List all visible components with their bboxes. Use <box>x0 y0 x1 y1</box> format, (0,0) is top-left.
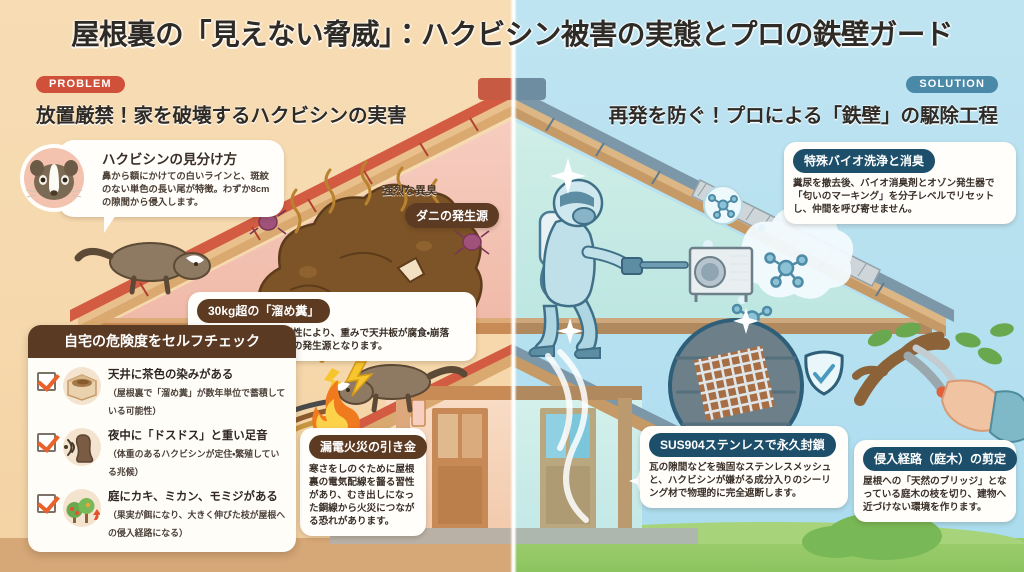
self-check-item[interactable]: 夜中に「ドスドス」と重い足音 （体重のあるハクビシンが定住・繁殖している兆候） <box>37 426 287 480</box>
footstep-sound-icon <box>63 428 101 466</box>
self-check-heading: 自宅の危険度をセルフチェック <box>28 325 296 358</box>
page-title: 屋根裏の「見えない脅威」：ハクビシン被害の実態とプロの鉄壁ガード <box>71 19 953 51</box>
checkbox-checked-icon[interactable] <box>37 433 56 452</box>
self-check-card: 自宅の危険度をセルフチェック 天井に茶色の染みがある （屋根裏で「溜め糞」が数年… <box>28 325 296 552</box>
identify-title: ハクビシンの見分け方 <box>102 152 237 167</box>
hakubishin-face-icon <box>24 148 84 208</box>
prune-callout-title: 侵入経路（庭木）の剪定 <box>863 447 1018 471</box>
solution-section-header: SOLUTION 再発を防ぐ！プロによる「鉄壁」の駆除工程 <box>609 74 998 128</box>
self-check-item-main: 天井に茶色の染みがある <box>108 369 234 381</box>
mite-source-tag: ダニの発生源 <box>405 203 500 228</box>
checkbox-checked-icon[interactable] <box>37 372 56 391</box>
strong-odor-label: 強烈な異臭 <box>382 185 437 197</box>
self-check-item-main: 庭にカキ、ミカン、モミジがある <box>108 491 278 503</box>
center-divider <box>510 0 517 572</box>
identify-body: 鼻から額にかけての白いラインと、斑紋のない単色の長い尾が特徴。わずか8cmの隙間… <box>102 171 270 207</box>
title-bar: 屋根裏の「見えない脅威」：ハクビシン被害の実態とプロの鉄壁ガード <box>0 12 1024 58</box>
fire-callout: 漏電火災の引き金 寒さをしのぐために屋根裏の電気配線を齧る習性があり、むき出しに… <box>300 428 428 537</box>
fire-callout-body: 寒さをしのぐために屋根裏の電気配線を齧る習性があり、むき出しになった銅線から火災… <box>309 464 415 528</box>
self-check-item-sub: （体重のあるハクビシンが定住・繁殖している兆候） <box>108 449 280 477</box>
self-check-item[interactable]: 天井に茶色の染みがある （屋根裏で「溜め糞」が数年単位で蓄積している可能性） <box>37 365 287 419</box>
solution-heading: 再発を防ぐ！プロによる「鉄壁」の駆除工程 <box>608 105 998 127</box>
bio-callout: 特殊バイオ洗浄と消臭 糞尿を撤去後、バイオ消臭剤とオゾン発生器で「匂いのマーキン… <box>784 142 1016 225</box>
self-check-list: 天井に茶色の染みがある （屋根裏で「溜め糞」が数年単位で蓄積している可能性） <box>28 358 296 552</box>
self-check-item[interactable]: 庭にカキ、ミカン、モミジがある （果実が餌になり、大きく伸びた枝が屋根への侵入経… <box>37 487 287 541</box>
solution-badge: SOLUTION <box>906 76 998 93</box>
prune-callout: 侵入経路（庭木）の剪定 屋根への「天然のブリッジ」となっている庭木の枝を切り、建… <box>854 440 1018 523</box>
ceiling-stain-icon <box>63 367 101 405</box>
seal-callout-title: SUS904ステンレスで永久封鎖 <box>649 433 836 457</box>
dung-callout-title: 30kg超の「溜め糞」 <box>197 299 331 323</box>
bio-callout-body: 糞尿を撤去後、バイオ消臭剤とオゾン発生器で「匂いのマーキング」を分子レベルでリセ… <box>793 178 995 216</box>
fire-callout-title: 漏電火災の引き金 <box>309 435 428 459</box>
self-check-item-sub: （屋根裏で「溜め糞」が数年単位で蓄積している可能性） <box>108 388 286 416</box>
problem-heading: 放置厳禁！家を破壊するハクビシンの実害 <box>36 105 407 127</box>
self-check-item-main: 夜中に「ドスドス」と重い足音 <box>108 430 268 442</box>
seal-callout: SUS904ステンレスで永久封鎖 瓦の隙間などを強固なステンレスメッシュと、ハク… <box>640 426 848 509</box>
prune-callout-body: 屋根への「天然のブリッジ」となっている庭木の枝を切り、建物へ近づけない環境を作り… <box>863 476 1007 514</box>
seal-callout-body: 瓦の隙間などを強固なステンレスメッシュと、ハクビシンが嫌がる成分入りのシーリング… <box>649 462 832 500</box>
identify-callout: ハクビシンの見分け方 鼻から額にかけての白いラインと、斑紋のない単色の長い尾が特… <box>58 140 284 235</box>
problem-section-header: PROBLEM 放置厳禁！家を破壊するハクビシンの実害 <box>36 74 407 128</box>
problem-badge: PROBLEM <box>36 76 125 93</box>
garden-tree-icon <box>63 489 101 527</box>
checkbox-checked-icon[interactable] <box>37 494 56 513</box>
self-check-item-sub: （果実が餌になり、大きく伸びた枝が屋根への侵入経路になる） <box>108 510 286 538</box>
bio-callout-title: 特殊バイオ洗浄と消臭 <box>793 149 936 173</box>
